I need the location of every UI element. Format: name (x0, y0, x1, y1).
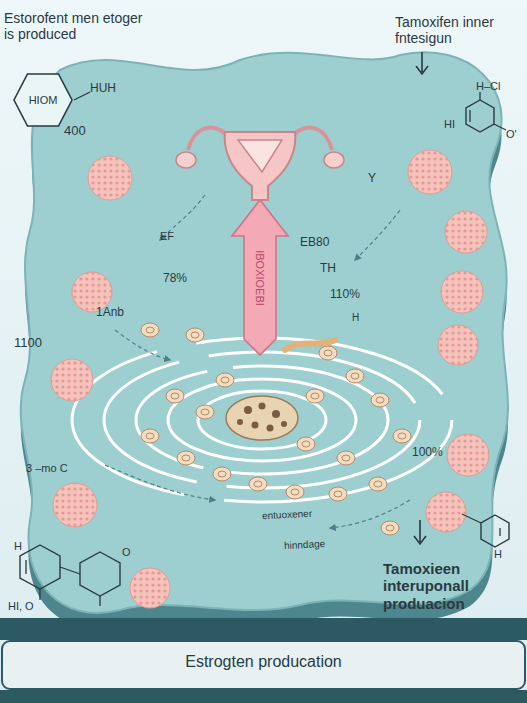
atom-label: H (14, 540, 34, 553)
oval-cell (141, 323, 159, 337)
cluster-dot (272, 410, 280, 418)
oval-cell (337, 451, 355, 465)
heading-note: Tamoxifen inner fntesigun (395, 14, 520, 46)
oval-cell (286, 485, 304, 499)
callout-number: 400 (64, 124, 104, 139)
banner-title: Estrogten producation (0, 653, 527, 671)
dashed-arrow (105, 465, 215, 500)
oval-cell (186, 328, 204, 342)
bond-line (462, 514, 500, 536)
percent-label: 78% (163, 272, 203, 286)
heading-note: Tamoxieen interuponall produacion (383, 560, 501, 612)
callout-label: Y (368, 172, 388, 186)
benzene-ring (80, 552, 120, 596)
oval-cell (249, 477, 267, 491)
heading-note: Estorofent men etoger is produced (4, 10, 144, 42)
oval-cell (346, 369, 364, 383)
bond-line (26, 560, 100, 606)
node-text: IBOXIOEBI (254, 250, 266, 306)
oval-cell (196, 405, 214, 419)
atom-label: O (122, 546, 142, 559)
ovary (324, 152, 344, 168)
cluster-dot (267, 425, 274, 432)
ribbon (285, 340, 335, 350)
cluster-dot (259, 403, 266, 410)
atom-label: H (494, 548, 514, 561)
follicle-cell (438, 325, 478, 365)
oval-cell (319, 346, 337, 360)
follicle-cell (130, 568, 170, 608)
follicle-cell (445, 211, 487, 253)
callout-number: 1100 (14, 336, 59, 351)
spiral-ring (72, 338, 452, 502)
follicle-cell (426, 492, 466, 532)
oval-cell (371, 393, 389, 407)
percent-label: 100% (412, 446, 457, 460)
atom-label: H (352, 312, 372, 324)
banner-band (0, 618, 527, 640)
oval-cell (141, 429, 159, 443)
node-text: HIOM (29, 94, 58, 106)
cluster-dot (237, 419, 243, 425)
callout-label: 1Anb (96, 306, 141, 320)
benzene-ring (481, 515, 509, 547)
follicle-cell (88, 156, 132, 200)
down-arrow (416, 52, 428, 74)
arrow-node: IBOXIOEBI (232, 200, 288, 355)
cluster-dot (281, 421, 287, 427)
cell-cluster (226, 396, 298, 440)
follicle-cell (408, 150, 452, 194)
oval-cell (216, 373, 234, 387)
down-arrow (414, 520, 426, 544)
follicle-cell (51, 359, 93, 401)
blob-top (21, 52, 508, 613)
spiral-ring (136, 366, 388, 474)
hexagon-shape (14, 74, 72, 126)
bond-line (74, 92, 90, 100)
callout-label: EB80 (300, 236, 345, 250)
atom-label: HUH (90, 82, 130, 96)
arrow-shape (232, 200, 288, 355)
uterus-inner (238, 140, 282, 172)
atom-label: O' (506, 128, 526, 141)
dashed-arrow (330, 500, 410, 528)
follicle-cell (53, 483, 97, 527)
dashed-arrow (355, 210, 400, 260)
follicle-cell (447, 434, 489, 476)
atom-label: HI (444, 118, 468, 131)
oval-cell (177, 451, 195, 465)
ovary (176, 152, 196, 168)
callout-label: EF (160, 230, 190, 243)
percent-label: 110% (330, 288, 375, 302)
atom-label: HI, O (8, 600, 58, 613)
spiral-ring (104, 352, 420, 488)
oval-cell (381, 521, 399, 535)
uterus-body (225, 132, 296, 200)
oval-cell (213, 467, 231, 481)
oval-cell (369, 477, 387, 491)
oval-cell (297, 437, 315, 451)
callout-label: 3 –mo C (26, 462, 101, 475)
oval-cell (393, 429, 411, 443)
banner-foot (0, 690, 527, 703)
dashed-arrow (115, 330, 170, 360)
bond-line (470, 92, 506, 130)
cluster-dot (252, 422, 259, 429)
hexagon-node: HIOM (12, 72, 74, 128)
oval-cell (306, 389, 324, 403)
oval-cell (329, 487, 347, 501)
oval-cell (166, 389, 184, 403)
spiral-ring (168, 379, 356, 461)
atom-label: H–Cl (476, 80, 526, 93)
callout-label: TH (320, 262, 350, 276)
follicle-cell (441, 271, 483, 313)
cluster-dot (244, 406, 252, 414)
